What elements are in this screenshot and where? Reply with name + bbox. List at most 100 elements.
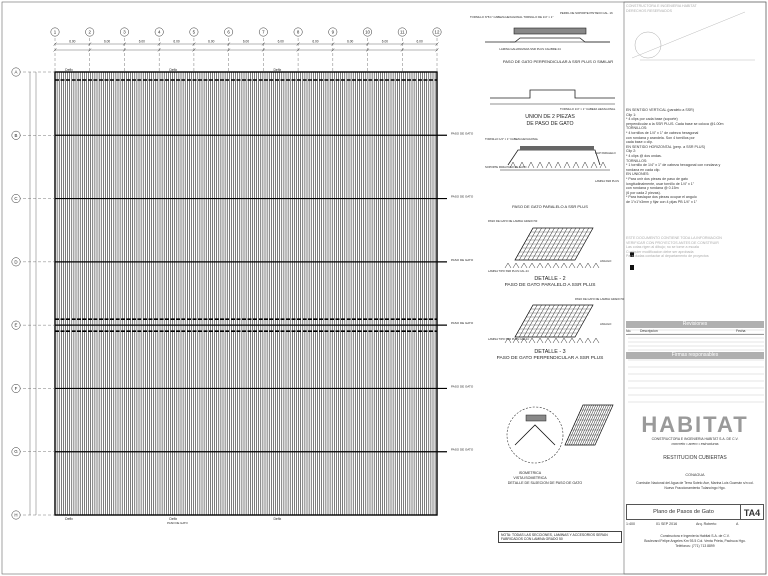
- paralelo-rib: [590, 161, 598, 169]
- detalle3-rib: [504, 337, 512, 344]
- grid-col-bubble-10: [363, 27, 372, 37]
- grid-col-label-3: 3: [123, 30, 126, 35]
- sheet-number: TA4: [740, 505, 763, 519]
- spec-line-14: EN UNIONES:: [626, 172, 650, 177]
- footer-line-3: Teléfonos: (771) 713 8899: [675, 544, 715, 548]
- dim-tick: [53, 42, 57, 46]
- detalle3-rib: [512, 337, 520, 344]
- paralelo-rib: [545, 161, 553, 169]
- dim-tick: [296, 42, 300, 46]
- grid-row-label-H: H: [14, 513, 17, 518]
- spec-line-20: de 1"x1"x3mm y fijar con 4 pijas PB 1/4"…: [626, 199, 698, 204]
- grid-col-bubble-2: [85, 27, 95, 37]
- dim-tick: [226, 48, 231, 52]
- warning-line-4: Para dudas contactar al departamento de …: [626, 254, 709, 259]
- grid-row-bubble-B: [11, 130, 21, 140]
- dim-tick: [122, 42, 127, 46]
- grid-row-label-A: A: [15, 70, 18, 75]
- warning-line-0: ESTE DOCUMENTO CONTIENE TODA LA INFORMAC…: [626, 236, 722, 240]
- detalle3-note-0: PASO DE GATO DE LAMINA GRADO 50: [575, 297, 625, 301]
- spec-line-9: Clip 2:: [626, 149, 637, 154]
- paralelo-rib: [536, 161, 544, 169]
- grid-col-bubble-8: [293, 27, 303, 37]
- spec-line-15: * Para unir dos piezas de paso de gato: [626, 176, 688, 181]
- warning-line-2: Las cotas rigen al dibujo; no se tome a …: [626, 245, 699, 250]
- spec-line-3: perpendicular a la SSR PLUS. Cada base s…: [626, 121, 724, 126]
- tb-top-note-1: CONSTRUCTORA E INGENIERIA HABITAT: [626, 4, 697, 8]
- spec-line-5: * 4 tornillos de 1/4" x 1" de cabeza hex…: [626, 130, 699, 135]
- dim-tick: [192, 48, 196, 52]
- roof-outline: [54, 71, 438, 516]
- grid-col-label-9: 9: [332, 30, 335, 35]
- grid-col-bubble-12: [432, 27, 442, 37]
- grid-col-bubble-6: [224, 27, 234, 37]
- sheet-rev: A: [736, 522, 739, 526]
- tag-bottom-2: Deflx: [273, 517, 281, 521]
- walkway-label-C: PASO DE GATO: [451, 195, 474, 199]
- union-profile: [490, 89, 615, 99]
- detalle2-rib: [512, 262, 520, 269]
- detalle3-rib: [544, 337, 552, 344]
- project-location: Comisión Nacional del Agua de Terra Sote…: [636, 481, 754, 490]
- detail-union-title-1: UNION DE 2 PIEZAS: [525, 114, 575, 120]
- paralelo-note-2: SOPORTE PARA PASO DE GATO: [485, 165, 526, 169]
- detail-1-title: PASO DE GATO PERPENDICULAR A SSR PLUS O …: [502, 59, 614, 64]
- spec-line-1: Clip 1:: [626, 112, 637, 117]
- dim-tick: [157, 42, 161, 46]
- detalle3-rib: [584, 337, 592, 344]
- walkway-label-bottom: PASO DE GATO: [167, 521, 188, 525]
- tb-spec-notes: EN SENTIDO VERTICAL (paralelo a SSR)Clip…: [626, 108, 764, 204]
- grid-col-label-12: 12: [435, 30, 440, 35]
- detail1-note-2: LAMINA GALVANIZADA SSR PLUS CALIBRE 24: [499, 47, 561, 51]
- warning-icon-2: [630, 265, 634, 270]
- detalle2-note-1: ANGULO: [600, 259, 611, 263]
- grid-col-bubble-11: [397, 27, 407, 37]
- dim-tick: [435, 42, 439, 46]
- spec-line-7: cada base o clip.: [626, 140, 653, 145]
- detalle3-rib: [560, 337, 568, 344]
- union-note: TORNILLO 1/4" × 1" CABEZA HEXAGONAL: [560, 107, 616, 111]
- dim-tick: [435, 48, 439, 52]
- dim-text: 6.00: [278, 39, 284, 43]
- paralelo-rib: [572, 161, 580, 169]
- spec-line-13: rondana en cada clip.: [626, 167, 661, 172]
- grid-row-bubble-D: [11, 257, 21, 267]
- detail1-profile: [485, 37, 610, 43]
- signatures-header: Firmas responsables: [626, 352, 764, 359]
- project-name: RESTITUCION CUBIERTAS: [663, 455, 727, 461]
- company-logo: HABITAT: [641, 412, 749, 437]
- grid-col-label-4: 4: [158, 30, 161, 35]
- detalle2-rib: [552, 262, 560, 269]
- detail1-note-0: TORNILLO N°8 1" CABEZA HEXAGONAL TORNILL…: [470, 15, 553, 19]
- dim-tick: [261, 48, 266, 52]
- spec-line-2: * 4 clips por cada base (soporte): [626, 117, 678, 122]
- detalle2-rib: [520, 262, 528, 269]
- dim-tick: [192, 42, 196, 46]
- grid-col-label-11: 11: [400, 30, 405, 35]
- company-slogan: concreto • acero • estructuras: [671, 442, 719, 446]
- spec-line-18: (6 por cada 2 piezas).: [626, 190, 661, 195]
- detalle2-note-2: LAMINA TIPO SSR PLUS CAL.24: [488, 269, 529, 273]
- tag-top-2: Deflx: [273, 68, 281, 72]
- grid-col-bubble-3: [120, 27, 129, 37]
- detalle-3-title: DETALLE - 3: [534, 349, 566, 355]
- grid-col-label-2: 2: [89, 30, 92, 35]
- dim-text: 6.00: [243, 39, 249, 43]
- sheet-scale: 1:400: [626, 522, 635, 526]
- grid-row-bubble-E: [11, 320, 21, 330]
- grid-row-bubble-G: [11, 447, 21, 457]
- dim-tick: [331, 42, 335, 46]
- dim-text: 6.00: [347, 39, 353, 43]
- detalle3-rib: [576, 337, 584, 344]
- north-circle: [634, 31, 662, 59]
- tag-top-1: Deflx: [169, 68, 177, 72]
- grid-col-bubble-5: [189, 27, 199, 37]
- walkway-label-F: PASO DE GATO: [451, 384, 474, 388]
- warning-icon-1: [630, 252, 634, 257]
- revisions-table: No. Descripcion Fecha: [626, 329, 764, 351]
- dim-tick: [365, 42, 370, 46]
- warning-line-3: Cualquier modificacion debe ser aprobada: [626, 249, 694, 254]
